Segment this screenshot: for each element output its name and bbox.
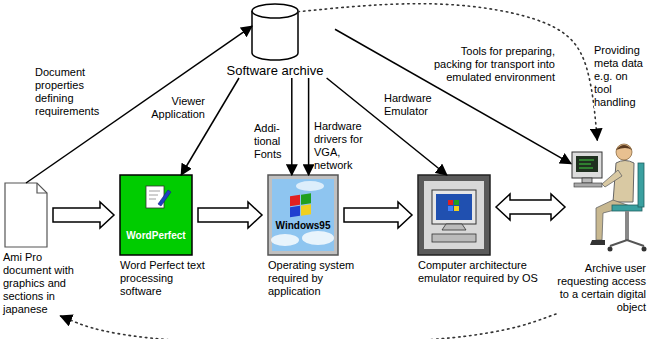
cloud	[302, 231, 334, 245]
edge-label-box: Hardware drivers for VGA, network	[314, 120, 372, 172]
edge-label: Hardware Emulator	[384, 92, 432, 117]
windows-flag	[290, 193, 311, 217]
cloud	[296, 181, 324, 191]
flag-green	[454, 200, 459, 205]
arrow-line	[335, 29, 571, 163]
node-caption: Operating system required by application	[268, 259, 373, 298]
edge-label: Providing meta data e.g. on tool handlin…	[594, 44, 643, 108]
node-icon-area	[571, 140, 646, 258]
inner-panel	[424, 181, 484, 249]
user-node: Archive user requesting access to a cert…	[546, 140, 646, 314]
node-icon-area: Windows95	[268, 175, 338, 255]
edge-label: Document properties defining requirement…	[35, 66, 99, 117]
arrow-line	[26, 26, 252, 183]
node-icon-area	[418, 175, 490, 255]
head	[616, 144, 632, 160]
block-arrow	[53, 202, 114, 228]
monitor	[432, 190, 476, 224]
node-caption: Word Perfect text processing software	[120, 259, 215, 298]
store-title: Software archive	[215, 63, 335, 78]
monitor-stand	[582, 178, 592, 183]
torso	[613, 161, 634, 203]
cylinder-top	[252, 4, 298, 18]
block-arrow	[198, 202, 262, 228]
pen-glyph	[158, 190, 171, 206]
edge-label-box: Hardware Emulator	[384, 92, 440, 118]
box-frame	[268, 175, 338, 255]
document-icon	[5, 183, 47, 247]
page-fold	[37, 183, 47, 193]
edge-label: Addi- tional Fonts	[254, 122, 282, 160]
monitor-stand	[442, 224, 466, 230]
wordperfect-icon	[120, 175, 192, 255]
chair-pole	[625, 211, 629, 241]
flag-red	[290, 195, 300, 206]
hair	[616, 145, 632, 150]
chair-wheel	[608, 247, 613, 252]
keyboard	[574, 183, 602, 187]
user-monitor	[572, 152, 602, 178]
node-icon-area	[252, 3, 298, 61]
node-icon-area: WordPerfect	[120, 175, 192, 255]
archive-cylinder	[252, 4, 298, 60]
box-label: WordPerfect	[120, 230, 192, 241]
os-box: Windows95Operating system required by ap…	[268, 175, 373, 298]
box-label: Windows95	[268, 220, 338, 231]
node-caption: Computer architecture emulator required …	[418, 259, 538, 285]
page-outline	[5, 183, 47, 247]
flag-red	[448, 200, 453, 205]
edge-label-box: Viewer Application	[145, 95, 205, 121]
arrow-line	[308, 78, 310, 175]
edge-label-box: Document properties defining requirement…	[35, 66, 107, 118]
application-box: WordPerfectWord Perfect text processing …	[120, 175, 215, 298]
chair-seat	[612, 205, 642, 211]
shoe	[590, 240, 605, 245]
flag-blue	[290, 206, 300, 217]
user-screen	[576, 156, 598, 172]
sky	[272, 179, 334, 251]
chair-wheel	[642, 247, 647, 252]
edge-label-box: Tools for preparing, packing for transpo…	[420, 45, 555, 84]
node-caption: Archive user requesting access to a cert…	[546, 262, 646, 314]
node-icon-area	[5, 183, 47, 247]
cloud	[271, 234, 299, 246]
emulator-box: Computer architecture emulator required …	[418, 175, 538, 285]
node-caption: Ami Pro document with graphics and secti…	[3, 251, 75, 316]
box-frame	[418, 175, 490, 255]
block-arrow	[344, 202, 412, 228]
edge-label: Viewer Application	[151, 95, 205, 120]
screen-lines	[579, 160, 594, 168]
keyboard	[432, 234, 476, 242]
chair-back	[638, 163, 644, 207]
emulator-icon	[418, 175, 490, 255]
arrow-line	[181, 78, 239, 175]
windows-icon	[268, 175, 338, 255]
flag-yellow	[454, 206, 459, 211]
screen	[436, 194, 472, 220]
edge-label: Hardware drivers for VGA, network	[314, 120, 363, 171]
edge-label: Tools for preparing, packing for transpo…	[434, 45, 555, 83]
dotted-arrow	[61, 314, 556, 339]
document-node: Ami Pro document with graphics and secti…	[3, 183, 75, 316]
flag-green	[301, 193, 311, 204]
arrow-line	[291, 78, 293, 175]
flag-blue	[448, 206, 453, 211]
edge-label-box: Providing meta data e.g. on tool handlin…	[594, 44, 647, 109]
chair-base	[610, 240, 644, 246]
flag-yellow	[301, 204, 311, 215]
user-figure	[572, 144, 647, 252]
arm	[602, 170, 622, 187]
green-box	[120, 175, 192, 255]
edge-label-box: Addi- tional Fonts	[254, 122, 288, 161]
block-arrow	[496, 194, 565, 220]
text-lines	[149, 191, 160, 199]
archive-store: Software archive	[215, 3, 335, 78]
